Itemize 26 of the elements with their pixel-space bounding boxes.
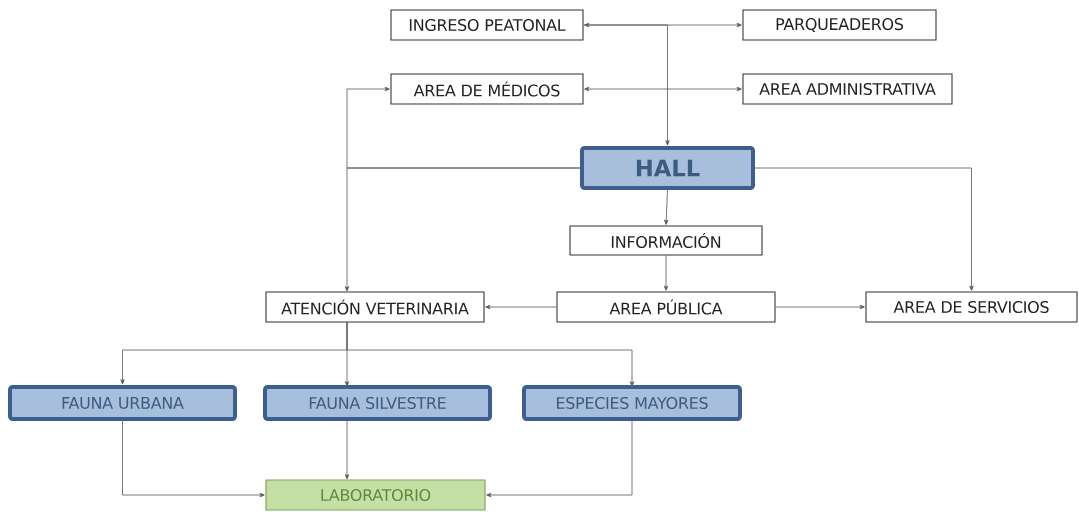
arrow — [344, 418, 350, 480]
arrow — [775, 304, 865, 310]
arrow — [584, 86, 742, 92]
arrow — [664, 189, 669, 225]
arrow — [584, 22, 742, 28]
arrow — [122, 420, 265, 498]
process-box: INFORMACIÓN — [569, 225, 763, 256]
laboratory-box: LABORATORIO — [265, 479, 486, 511]
arrow — [583, 24, 670, 146]
arrow — [346, 321, 635, 387]
arrow — [485, 304, 557, 310]
area-box: FAUNA SILVESTRE — [263, 385, 492, 421]
arrow — [663, 255, 669, 291]
arrow — [754, 167, 974, 291]
process-box: INGRESO PEATONAL — [390, 9, 584, 41]
arrow — [344, 167, 581, 292]
process-box: AREA ADMINISTRATIVA — [742, 73, 953, 105]
hall-box: HALL — [580, 146, 755, 190]
process-box: AREA DE MÉDICOS — [390, 73, 584, 105]
process-box: ATENCIÓN VETERINARIA — [265, 291, 485, 323]
process-box: AREA PÚBLICA — [556, 291, 776, 323]
process-box: PARQUEADEROS — [742, 9, 937, 41]
area-box: ESPECIES MAYORES — [522, 385, 742, 421]
process-box: AREA DE SERVICIOS — [865, 291, 1078, 323]
arrow — [486, 418, 633, 498]
area-box: FAUNA URBANA — [8, 385, 237, 421]
